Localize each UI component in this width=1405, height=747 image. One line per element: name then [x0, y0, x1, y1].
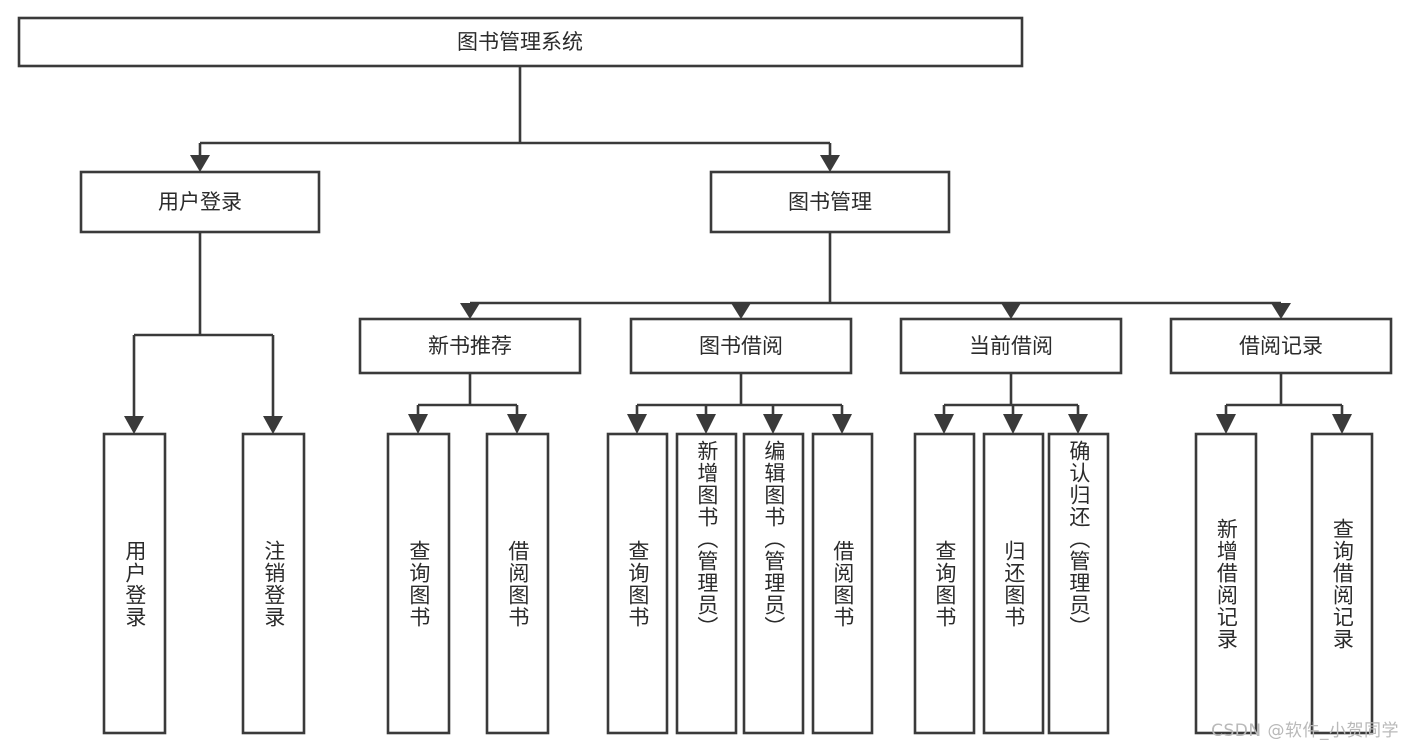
- leaf-query-record-box[interactable]: [1310, 432, 1374, 735]
- leaf-borrow-book-2-box[interactable]: [811, 432, 874, 735]
- node-borrow-record-label: 借阅记录: [1239, 334, 1323, 358]
- arrow-head-to-new-book-recommend: [460, 303, 480, 319]
- arrow-head-to-leaf-query-book-2: [627, 414, 647, 434]
- arrow-head-to-leaf-edit-book: [763, 414, 783, 434]
- connector-current-borrow-to-leaves: [934, 373, 1088, 434]
- node-book-manage-label: 图书管理: [788, 190, 872, 214]
- arrow-head-to-book-borrow: [731, 303, 751, 319]
- leaf-add-book-box[interactable]: [675, 432, 738, 735]
- leaf-return-book-box[interactable]: [982, 432, 1045, 735]
- leaf-borrow-book-1-box[interactable]: [485, 432, 550, 735]
- arrow-head-to-book-manage: [820, 155, 840, 172]
- arrow-head-to-leaf-query-book-1: [408, 414, 428, 434]
- node-book-borrow-label: 图书借阅: [699, 334, 783, 358]
- node-current-borrow-box[interactable]: [899, 317, 1123, 375]
- node-new-book-recommend-label: 新书推荐: [428, 334, 512, 358]
- arrow-head-to-user-login: [190, 155, 210, 172]
- node-user-login-box[interactable]: [79, 170, 321, 234]
- arrow-head-to-leaf-query-book-3: [934, 414, 954, 434]
- leaf-confirm-return-box[interactable]: [1047, 432, 1110, 735]
- leaf-edit-book-box[interactable]: [742, 432, 805, 735]
- node-current-borrow-label: 当前借阅: [969, 334, 1053, 358]
- arrow-head-to-leaf-query-record: [1332, 414, 1352, 434]
- leaf-logout-box[interactable]: [241, 432, 306, 735]
- connector-book-borrow-to-leaves: [627, 373, 852, 434]
- node-user-login-label: 用户登录: [158, 190, 242, 214]
- arrow-head-to-leaf-add-record: [1216, 414, 1236, 434]
- node-root-label: 图书管理系统: [457, 30, 583, 54]
- connector-borrow-record-to-leaves: [1216, 373, 1352, 434]
- arrow-head-to-leaf-user-login: [124, 416, 144, 434]
- leaf-query-book-3-box[interactable]: [913, 432, 976, 735]
- watermark-text: CSDN @软件_小贺同学: [1211, 721, 1399, 741]
- arrow-head-to-leaf-add-book: [696, 414, 716, 434]
- connector-new-book-recommend-to-leaves: [408, 373, 527, 434]
- leaf-add-record-box[interactable]: [1194, 432, 1258, 735]
- arrow-head-to-leaf-borrow-book-2: [832, 414, 852, 434]
- leaf-query-book-1-box[interactable]: [386, 432, 451, 735]
- arrow-head-to-borrow-record: [1271, 303, 1291, 319]
- arrow-head-to-leaf-borrow-book-1: [507, 414, 527, 434]
- arrow-head-to-leaf-confirm-return: [1068, 414, 1088, 434]
- arrow-head-to-leaf-logout: [263, 416, 283, 434]
- arrow-head-to-leaf-return-book: [1003, 414, 1023, 434]
- connector-user-login-to-leaves: [124, 232, 283, 434]
- node-new-book-recommend-box[interactable]: [358, 317, 582, 375]
- connector-root-to-level2: [190, 66, 840, 172]
- arrow-head-to-current-borrow: [1001, 303, 1021, 319]
- leaf-query-book-2-box[interactable]: [606, 432, 669, 735]
- node-root-box[interactable]: [17, 16, 1024, 68]
- leaf-user-login-box[interactable]: [102, 432, 167, 735]
- connector-book-manage-to-level3: [460, 232, 1291, 319]
